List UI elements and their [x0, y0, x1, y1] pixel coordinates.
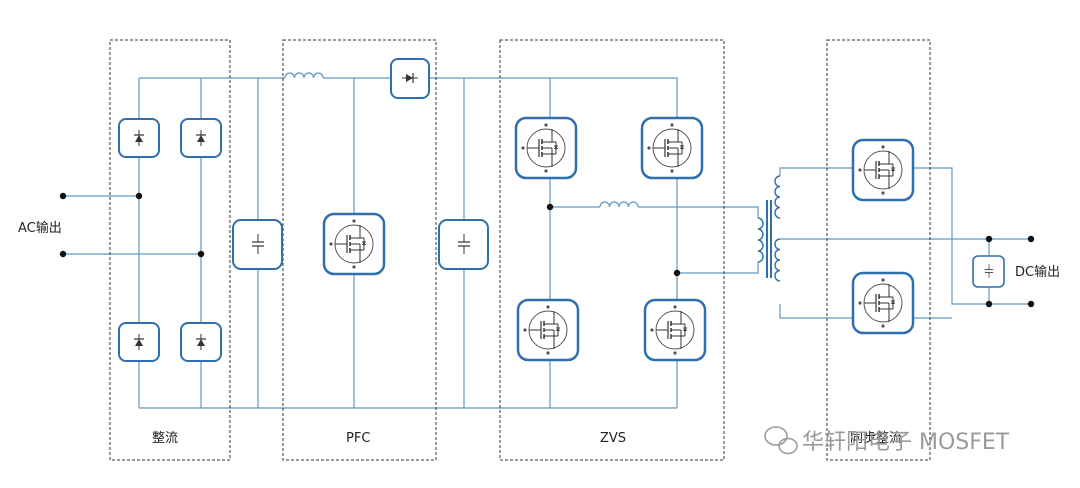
ac-input-label: AC输出 [18, 220, 62, 236]
mosfet-icon [643, 298, 707, 362]
capacitor-icon [972, 255, 1005, 288]
capacitor-icon [232, 219, 283, 270]
sync-rect-stage-box [826, 39, 931, 461]
mosfet-icon [851, 138, 915, 202]
diode-icon [118, 322, 160, 362]
diode-icon [118, 118, 160, 158]
diode-icon [180, 118, 222, 158]
transformer-icon [757, 175, 781, 282]
capacitor-icon [438, 219, 489, 270]
mosfet-icon [322, 212, 386, 276]
mosfet-icon [851, 271, 915, 335]
mosfet-icon [514, 116, 578, 180]
mosfet-icon [640, 116, 704, 180]
diode-icon [180, 322, 222, 362]
resonant-inductor [599, 201, 639, 208]
diode-icon [390, 58, 430, 99]
wechat-icon [764, 426, 798, 455]
zvs-stage-label: ZVS [600, 431, 626, 446]
pfc-inductor [284, 72, 324, 79]
pfc-stage-label: PFC [346, 431, 370, 446]
watermark-text: 华轩阳电子 MOSFET [802, 430, 1010, 455]
rectifier-stage-box [109, 39, 231, 461]
rectifier-stage-label: 整流 [152, 431, 178, 446]
dc-output-label: DC输出 [1015, 264, 1060, 280]
mosfet-icon [516, 298, 580, 362]
zvs-stage-box [499, 39, 725, 461]
junction-nodes [59, 192, 1035, 308]
sync-rect-stage-label: 同步整流 [850, 431, 902, 446]
